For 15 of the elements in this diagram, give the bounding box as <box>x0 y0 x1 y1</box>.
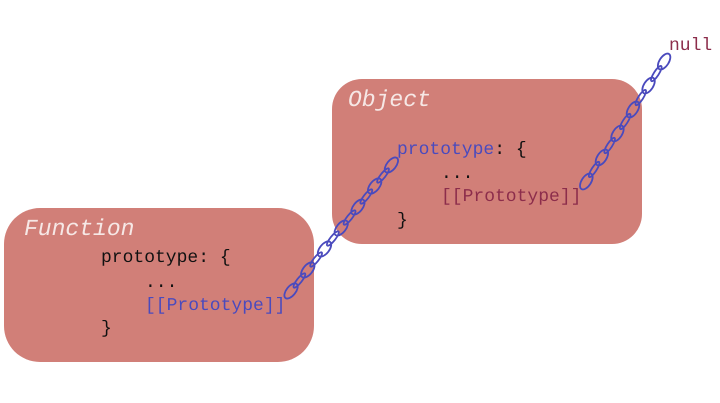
card-title: Function <box>24 217 134 241</box>
code-line: prototype: { <box>397 140 527 160</box>
chain <box>579 52 672 190</box>
card-title: Object <box>348 88 431 112</box>
code-line: prototype: { <box>101 248 231 268</box>
code-line: ... <box>145 273 178 293</box>
code-line: ... <box>441 164 474 184</box>
chain <box>284 156 399 300</box>
code-line: [[Prototype]] <box>441 187 582 207</box>
code-line: [[Prototype]] <box>145 296 286 316</box>
code-card <box>332 79 642 244</box>
code-card <box>4 208 314 362</box>
code-keyword: null <box>669 36 712 56</box>
code-line: } <box>101 319 112 339</box>
code-line: } <box>397 211 408 231</box>
